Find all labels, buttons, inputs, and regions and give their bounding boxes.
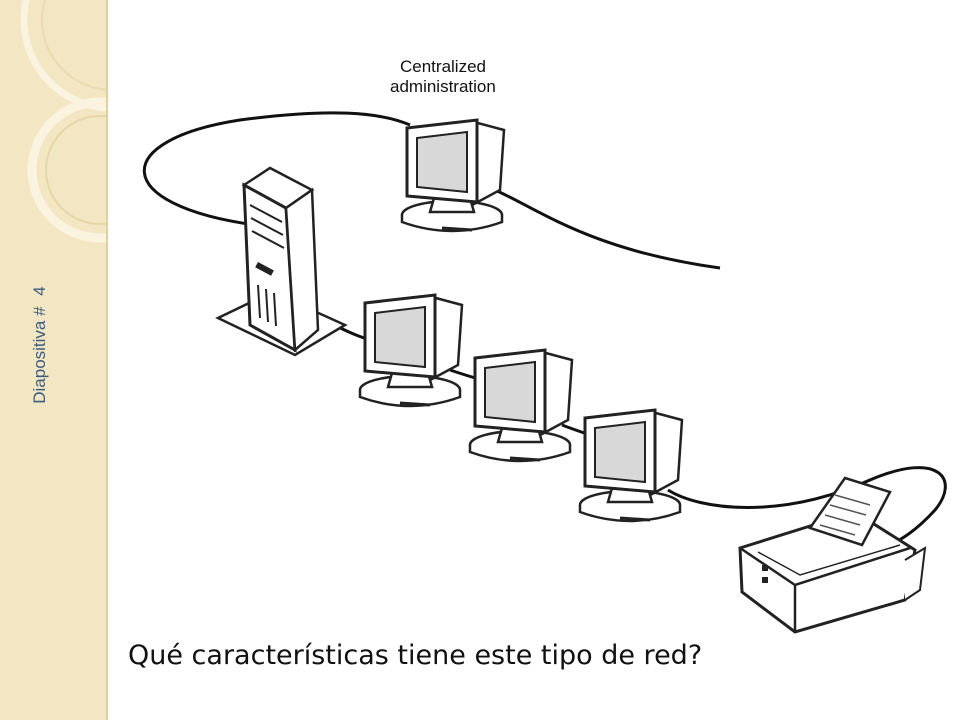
printer-icon	[738, 476, 927, 634]
side-decoration-strip	[0, 0, 108, 720]
workstation-icon	[578, 408, 684, 523]
server-icon	[215, 166, 348, 357]
slide-caption: Qué características tiene este tipo de r…	[128, 640, 703, 671]
workstation-icon	[468, 348, 574, 463]
slide-number-prefix: Diapositiva #	[30, 306, 49, 404]
workstation-icon	[358, 293, 464, 408]
decorative-circles	[20, 0, 106, 243]
network-diagram: Centralized administration	[142, 57, 947, 634]
slide-number: 4	[30, 286, 49, 296]
slide-number-label: Diapositiva # 4	[30, 283, 50, 407]
admin-workstation-icon	[400, 118, 506, 233]
admin-label-line2: administration	[390, 77, 496, 96]
admin-label-line1: Centralized	[400, 57, 486, 76]
